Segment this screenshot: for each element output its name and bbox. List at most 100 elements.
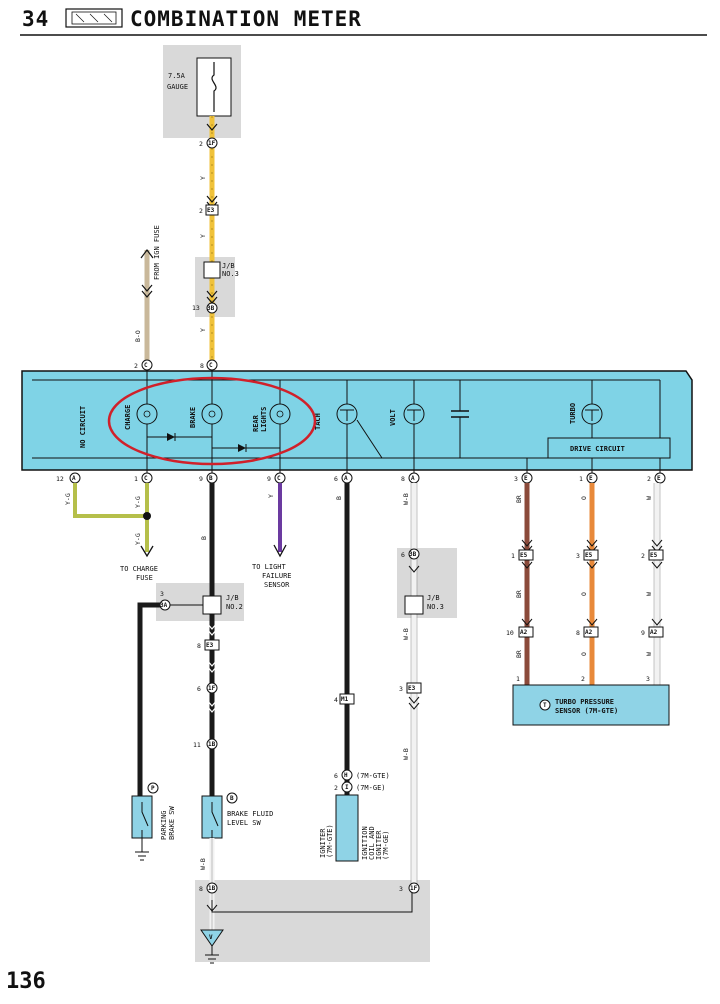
to-light-label-2: FAILURE bbox=[262, 572, 292, 580]
svg-text:6: 6 bbox=[334, 475, 338, 483]
svg-text:2: 2 bbox=[199, 207, 203, 215]
connectors-a2: 10 A2 8 A2 9 A2 bbox=[506, 618, 664, 638]
diode-icon-1 bbox=[167, 433, 175, 441]
turbo-pin-3: 3 bbox=[646, 675, 650, 683]
fuse-name: GAUGE bbox=[167, 83, 188, 91]
jb3-right-label-1: J/B bbox=[427, 594, 440, 602]
svg-text:10: 10 bbox=[506, 629, 514, 637]
svg-text:1: 1 bbox=[511, 552, 515, 560]
meter-pin-top-1: 2 C bbox=[134, 359, 153, 371]
from-ign-fuse-label: FROM IGN FUSE bbox=[153, 225, 161, 280]
drive-circuit-box bbox=[547, 437, 671, 459]
ign-coil-label-2: COIL AND bbox=[368, 826, 376, 860]
to-light-label-3: SENSOR bbox=[264, 581, 290, 589]
svg-text:2: 2 bbox=[199, 140, 203, 148]
svg-text:W-B: W-B bbox=[402, 628, 410, 640]
svg-text:A2: A2 bbox=[650, 629, 658, 636]
connector-e3-left: 8 E3 bbox=[197, 639, 220, 651]
wire-color-yg3: Y-G bbox=[134, 533, 142, 545]
svg-text:9: 9 bbox=[199, 475, 203, 483]
svg-text:8: 8 bbox=[401, 475, 405, 483]
svg-text:3: 3 bbox=[514, 475, 518, 483]
ground-shade bbox=[195, 880, 430, 962]
wire-color-y1: Y bbox=[199, 176, 207, 180]
connector-i2: 2 I (7M-GE) bbox=[334, 781, 386, 793]
connector-e3-top: 2 E3 bbox=[199, 204, 219, 216]
charge-gauge: CHARGE bbox=[124, 370, 158, 476]
parking-brake-label-2: BRAKE SW bbox=[168, 805, 176, 840]
brake-fluid-label-1: BRAKE FLUID bbox=[227, 810, 273, 818]
connector-1f-top: 2 1F bbox=[199, 137, 218, 149]
svg-text:O: O bbox=[580, 652, 588, 656]
connector-1f-left: 6 1F bbox=[197, 682, 218, 694]
section-number: 34 bbox=[22, 7, 49, 31]
svg-text:6: 6 bbox=[334, 772, 338, 780]
connector-e3-right: 3 E3 bbox=[399, 682, 422, 694]
svg-text:A: A bbox=[72, 475, 76, 482]
svg-text:A2: A2 bbox=[585, 629, 593, 636]
svg-text:B: B bbox=[209, 475, 213, 482]
connector-h: 6 H (7M-GTE) bbox=[334, 769, 390, 781]
svg-text:W: W bbox=[645, 592, 653, 596]
svg-text:3B: 3B bbox=[207, 305, 215, 312]
wire-color-volt: W-B bbox=[402, 493, 410, 505]
wire-color-bo: B-O bbox=[134, 330, 142, 342]
wire-color-tach: B bbox=[335, 496, 343, 500]
svg-text:E5: E5 bbox=[585, 552, 593, 559]
turbo-sensor-letter: T bbox=[543, 702, 547, 709]
jb3-right-box bbox=[404, 595, 424, 615]
svg-text:4: 4 bbox=[334, 696, 338, 704]
jb2-label-2: NO.2 bbox=[226, 603, 243, 611]
svg-text:6: 6 bbox=[197, 685, 201, 693]
ign-coil-label-4: (7M-GE) bbox=[382, 830, 390, 860]
highlight-circle bbox=[107, 376, 317, 466]
svg-text:A: A bbox=[411, 475, 415, 482]
svg-text:2: 2 bbox=[641, 552, 645, 560]
turbo-sensor-box bbox=[512, 684, 670, 726]
parking-brake-label-1: PARKING bbox=[160, 810, 168, 840]
svg-text:C: C bbox=[144, 362, 148, 369]
svg-text:E: E bbox=[589, 475, 593, 482]
svg-text:1B: 1B bbox=[208, 885, 216, 892]
wire-color-b: B bbox=[200, 536, 208, 540]
rear-lights-label-1: REAR bbox=[252, 414, 260, 432]
wire-color-w: W bbox=[645, 496, 653, 500]
drive-circuit-label: DRIVE CIRCUIT bbox=[570, 445, 625, 453]
wire-color-purple: Y bbox=[267, 494, 275, 498]
svg-text:8: 8 bbox=[576, 629, 580, 637]
svg-text:BRAKE: BRAKE bbox=[189, 407, 197, 428]
page-number: 136 bbox=[6, 969, 46, 994]
diode-icon-2 bbox=[238, 444, 246, 452]
jb2-shade bbox=[156, 583, 244, 621]
switch-icon bbox=[141, 802, 149, 838]
connectors-e5: 1 E5 3 E5 2 E5 bbox=[511, 539, 664, 569]
ground-point-icon bbox=[200, 929, 224, 947]
svg-text:C: C bbox=[209, 362, 213, 369]
svg-text:2: 2 bbox=[134, 362, 138, 370]
svg-text:3: 3 bbox=[576, 552, 580, 560]
parking-brake-letter: P bbox=[151, 785, 155, 792]
ground-icon bbox=[205, 954, 219, 964]
jb2-label-1: J/B bbox=[226, 594, 239, 602]
igniter-label-2: (7M-GTE) bbox=[326, 824, 334, 858]
up-arrow-icon bbox=[140, 249, 154, 259]
ground-right-connector: 3 1F bbox=[399, 882, 420, 894]
down-arrow-icon bbox=[140, 545, 154, 558]
connector-3b-right: 6 3B bbox=[401, 548, 420, 560]
svg-text:1F: 1F bbox=[208, 140, 216, 147]
ground-bus bbox=[211, 893, 413, 913]
book-icon bbox=[65, 8, 123, 28]
svg-text:9: 9 bbox=[641, 629, 645, 637]
jb3-right-label-2: NO.3 bbox=[427, 603, 444, 611]
svg-text:E3: E3 bbox=[207, 207, 215, 214]
ign-coil-label-3: IGNITER bbox=[375, 830, 383, 860]
svg-text:8: 8 bbox=[200, 362, 204, 370]
svg-text:E: E bbox=[657, 475, 661, 482]
fuse-rating: 7.5A bbox=[168, 72, 186, 80]
svg-text:E3: E3 bbox=[408, 685, 416, 692]
svg-text:C: C bbox=[277, 475, 281, 482]
brake-fluid-label-2: LEVEL SW bbox=[227, 819, 262, 827]
svg-text:W-B: W-B bbox=[402, 748, 410, 760]
